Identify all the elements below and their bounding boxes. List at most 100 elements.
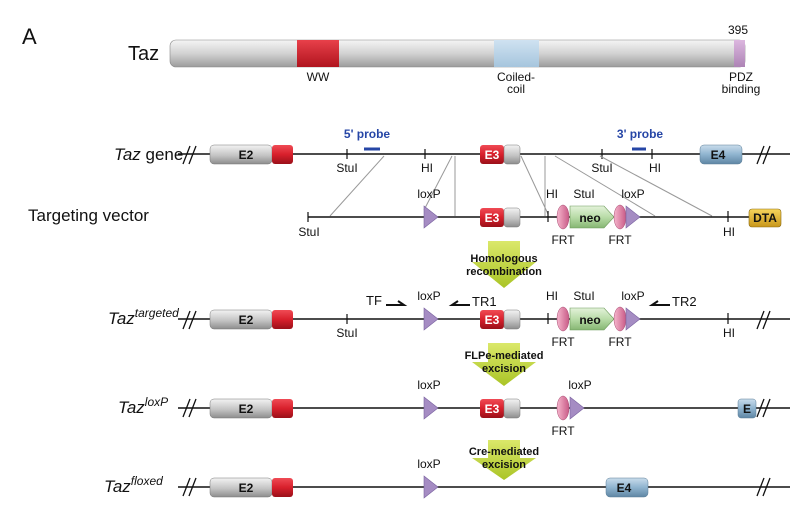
exon-e4 [605,477,649,498]
vector-hi-label: HI [546,187,558,201]
exon-e4-partial [737,398,757,419]
frt-label: FRT [551,233,575,247]
targeted-hi-label-2: HI [723,326,735,340]
exon-e3-utr [503,144,521,165]
frt-label: FRT [551,424,575,438]
primer-tf-label: TF [366,293,382,308]
targeted-hi-label: HI [546,289,558,303]
homologous-label-1: Homologous [470,253,537,265]
loxp-site-2 [625,307,641,331]
exon-e2-coding [272,145,293,164]
frt-label-2: FRT [608,335,632,349]
cre-label-1: Cre-mediated [469,446,539,458]
break-marks-right [756,398,771,418]
loxp-label-2: loxP [621,187,644,201]
break-marks-left [182,145,197,165]
homologous-label-2: recombination [466,266,542,278]
vector-exon-e3-label: E3 [485,211,500,225]
dta-cassette [748,208,782,228]
stui-site-label-2: StuI [591,161,612,175]
frt-site [556,306,570,332]
exon-e3 [480,145,504,164]
targeted-exon-e3 [480,310,504,329]
hi-site-label: HI [421,161,433,175]
frt-label: FRT [551,335,575,349]
frt-site [556,395,570,421]
exon-e4-label: E4 [617,481,632,495]
loxp-site-2 [569,396,585,420]
neo-cassette [569,205,615,229]
loxp-site [423,307,439,331]
protein-label: Taz [128,43,159,65]
primer-tr2-arrow [648,300,670,306]
flpe-label-2: excision [482,363,526,375]
step-arrow-down [472,241,536,288]
stui-site-label: StuI [336,161,357,175]
loxp-exon-e3-label: E3 [485,402,500,416]
cre-label-2: excision [482,459,526,471]
primer-tr1-label: TR1 [472,294,497,309]
vector-exon-e3-utr [503,207,521,228]
coiled-coil-label-1: Coiled- [497,70,535,84]
protein-end-number: 395 [728,23,748,37]
loxp-site [423,475,439,499]
targeted-stui-label: StuI [336,326,357,340]
row-taz-targeted: Taztargeted E2 StuI TF loxP TR1 E3 HI FR… [108,289,790,349]
row-taz-loxp: TazloxP E2 loxP E3 FRT loxP E [118,378,790,438]
loxp-site [423,205,439,229]
loxp-exon-e3 [480,399,504,418]
loxp-exon-e3-utr [503,398,521,419]
exon-e2-label: E2 [239,148,254,162]
loxp-label: loxP [417,187,440,201]
loxp-label-2: loxP [568,378,591,392]
homology-lines [329,155,713,217]
row-taz-floxed: Tazfloxed E2 loxP E4 [104,457,790,499]
loxp-label-2: loxP [621,289,644,303]
flpe-label-1: FLPe-mediated [465,350,544,362]
row-taz-gene: Taz gene E2 E3 E4 StuI HI StuI HI 5' pro… [114,127,790,175]
frt-site-2 [613,306,627,332]
dta-label: DTA [753,211,777,225]
break-marks-right [756,477,771,497]
exon-e2-label: E2 [239,313,254,327]
targeted-row-label: Taztargeted [108,306,179,328]
step-cre-excision: Cre-mediated excision [469,440,539,480]
exon-e2-coding [272,478,293,497]
loxp-row-label: TazloxP [118,395,168,417]
panel-label: A [22,24,37,49]
vector-stui-label: StuI [298,225,319,239]
vector-hi-label-2: HI [723,225,735,239]
targeted-exon-e3-label: E3 [485,313,500,327]
neo-stui-label: StuI [573,289,594,303]
frt-label-2: FRT [608,233,632,247]
exon-e4-label: E4 [711,148,726,162]
step-flpe-excision: FLPe-mediated excision [465,343,544,386]
primer-tr1-arrow [448,300,470,306]
pdz-binding-domain [734,40,745,67]
exon-e2-coding [272,399,293,418]
loxp-label: loxP [417,457,440,471]
gene-row-label: Taz gene [114,145,183,164]
frt-site-2 [613,204,627,230]
ww-domain [297,40,339,67]
loxp-site-2 [625,205,641,229]
exon-e4-partial-label: E [743,402,751,416]
step-arrow-down [472,440,536,480]
primer-tf-arrow [386,300,408,306]
break-marks-right [756,310,771,330]
coiled-coil-label-2: coil [507,82,525,96]
step-homologous-recombination: Homologous recombination [466,241,542,288]
neo-label: neo [579,211,600,225]
targeted-exon-e3-utr [503,309,521,330]
exon-e2-coding [272,310,293,329]
neo-label: neo [579,313,600,327]
pdz-label-2: binding [722,82,761,96]
neo-stui-label: StuI [573,187,594,201]
loxp-label: loxP [417,289,440,303]
break-marks-right [756,145,771,165]
coiled-coil-domain [494,40,539,67]
pdz-label-1: PDZ [729,70,753,84]
primer-tr2-label: TR2 [672,294,697,309]
protein-schematic: Taz 395 WW Coiled- coil PDZ binding [128,23,760,96]
